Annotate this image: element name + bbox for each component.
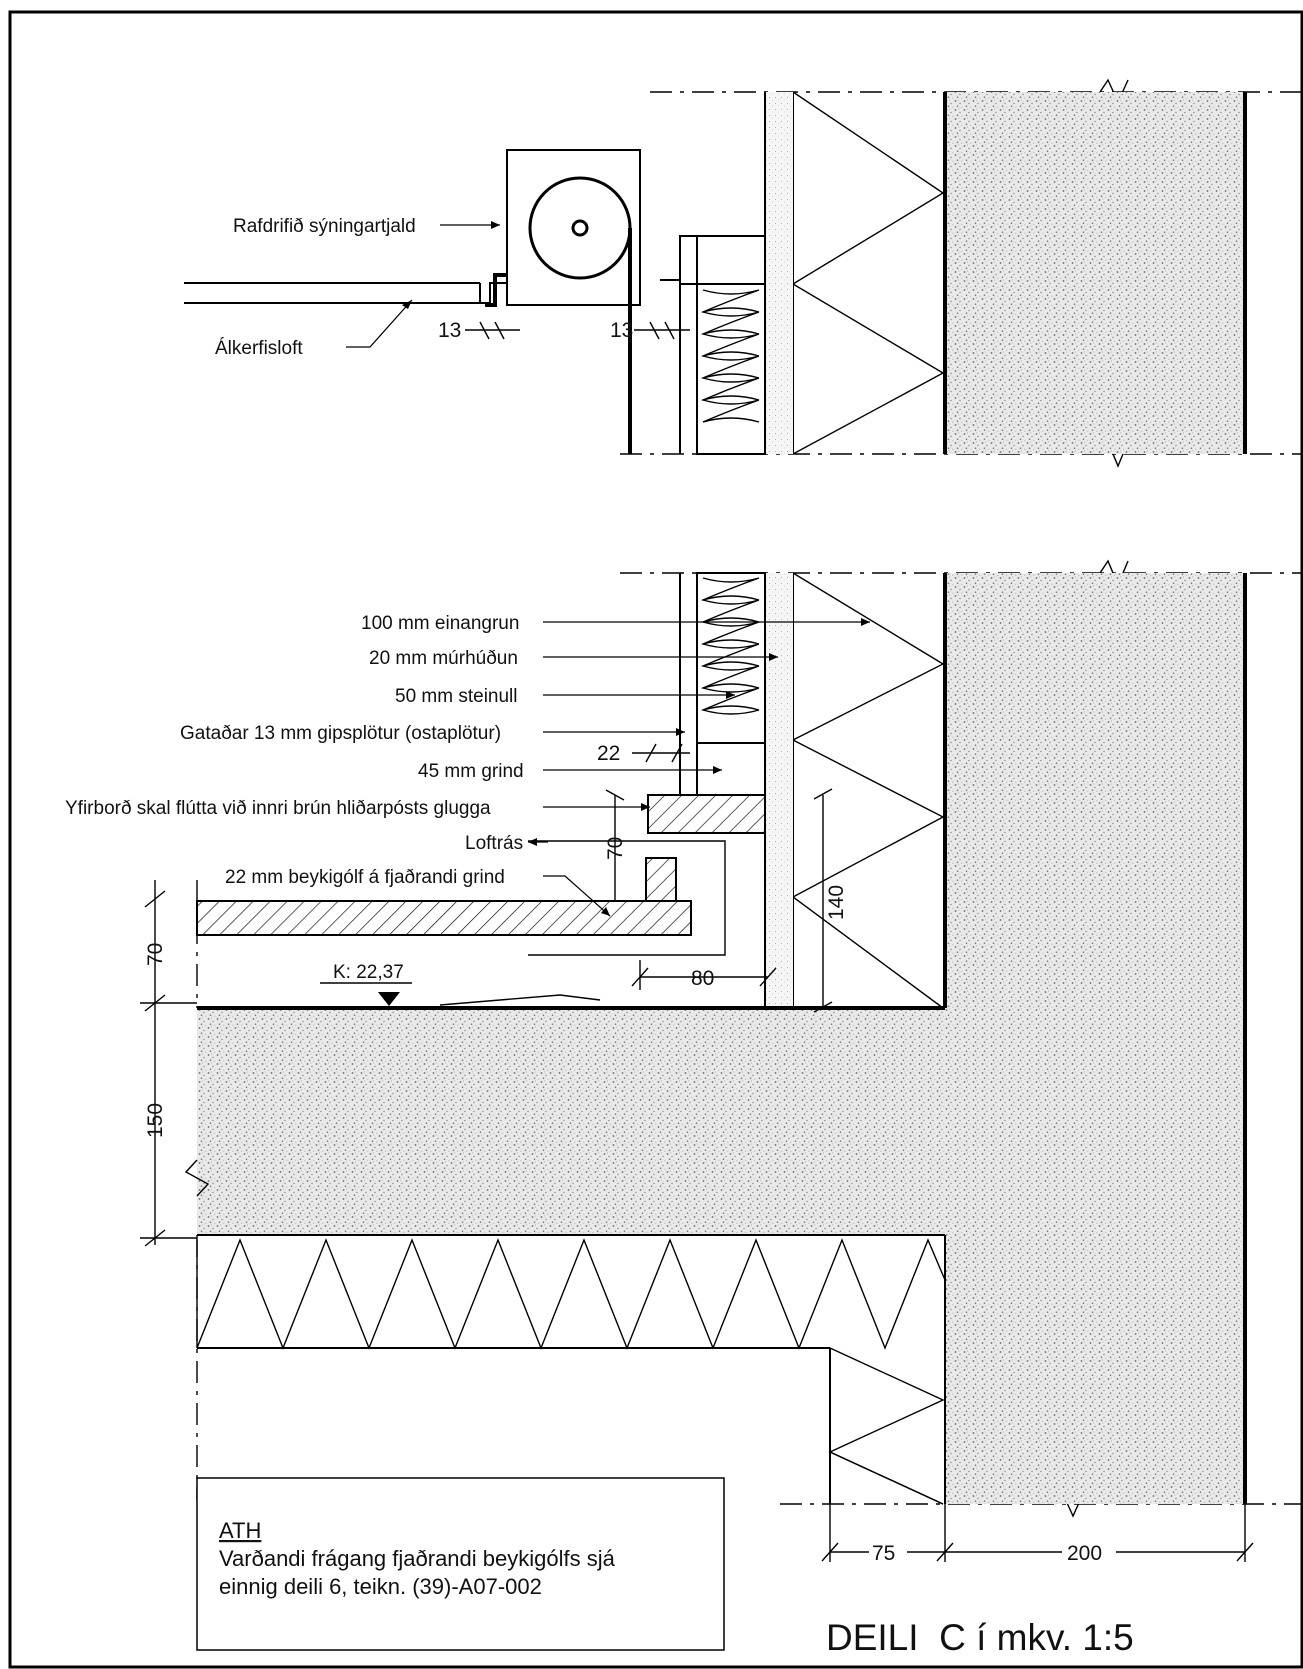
dim-22: 22 <box>597 742 620 765</box>
dim-80: 80 <box>691 967 714 990</box>
main-section: 70 150 K: 22,37 70 140 80 22 <box>65 559 1302 1565</box>
dim-13-a: 13 <box>438 319 461 342</box>
label-frame-45: 45 mm grind <box>418 761 524 782</box>
rockwool-wave-main <box>700 577 760 715</box>
level-mark: K: 22,37 <box>333 962 404 983</box>
dim-75: 75 <box>872 1542 895 1565</box>
label-rockwool-50: 50 mm steinull <box>395 686 518 707</box>
label-gypsum: Gataðar 13 mm gipsplötur (ostaplötur) <box>180 723 501 744</box>
label-plaster-20: 20 mm múrhúðun <box>369 648 518 669</box>
label-screen: Rafdrifið sýningartjald <box>233 216 416 237</box>
drawing-title: DEILI C í mkv. 1:5 <box>826 1617 1134 1658</box>
sheet-border <box>8 10 1303 1669</box>
concrete-wall <box>945 92 1245 454</box>
plaster-layer <box>765 92 793 454</box>
note-box: ATH Varðandi frágang fjaðrandi beykigólf… <box>196 1477 725 1651</box>
dim-70-vertical: 70 <box>604 837 627 860</box>
label-air-duct: Loftrás <box>465 833 523 854</box>
wood-sill <box>647 794 766 834</box>
dim-140: 140 <box>825 885 848 920</box>
label-beech-floor: 22 mm beykigólf á fjaðrandi grind <box>225 867 505 888</box>
dim-70: 70 <box>144 943 167 966</box>
label-ceiling: Álkerfisloft <box>215 338 303 359</box>
dim-150: 150 <box>144 1103 167 1138</box>
screen-box-outline <box>506 149 641 306</box>
note-title: ATH <box>219 1518 261 1543</box>
note-line-1: Varðandi frágang fjaðrandi beykigólfs sj… <box>219 1546 616 1571</box>
top-detail: Rafdrifið sýningartjald Álkerfisloft 13 … <box>184 78 1302 468</box>
rockwool-wave-top <box>700 289 760 423</box>
label-surface-note: Yfirborð skal flútta við innri brún hlið… <box>65 798 491 819</box>
beech-floor <box>196 900 692 936</box>
wood-batten <box>645 857 677 902</box>
screen-roller <box>528 176 632 280</box>
note-line-2: einnig deili 6, teikn. (39)-A07-002 <box>219 1574 542 1599</box>
label-insulation-100: 100 mm einangrun <box>361 613 519 634</box>
level-triangle <box>378 992 400 1006</box>
dim-13-b: 13 <box>610 319 633 342</box>
dim-200: 200 <box>1067 1542 1102 1565</box>
concrete-wall-slab <box>197 573 1245 1504</box>
